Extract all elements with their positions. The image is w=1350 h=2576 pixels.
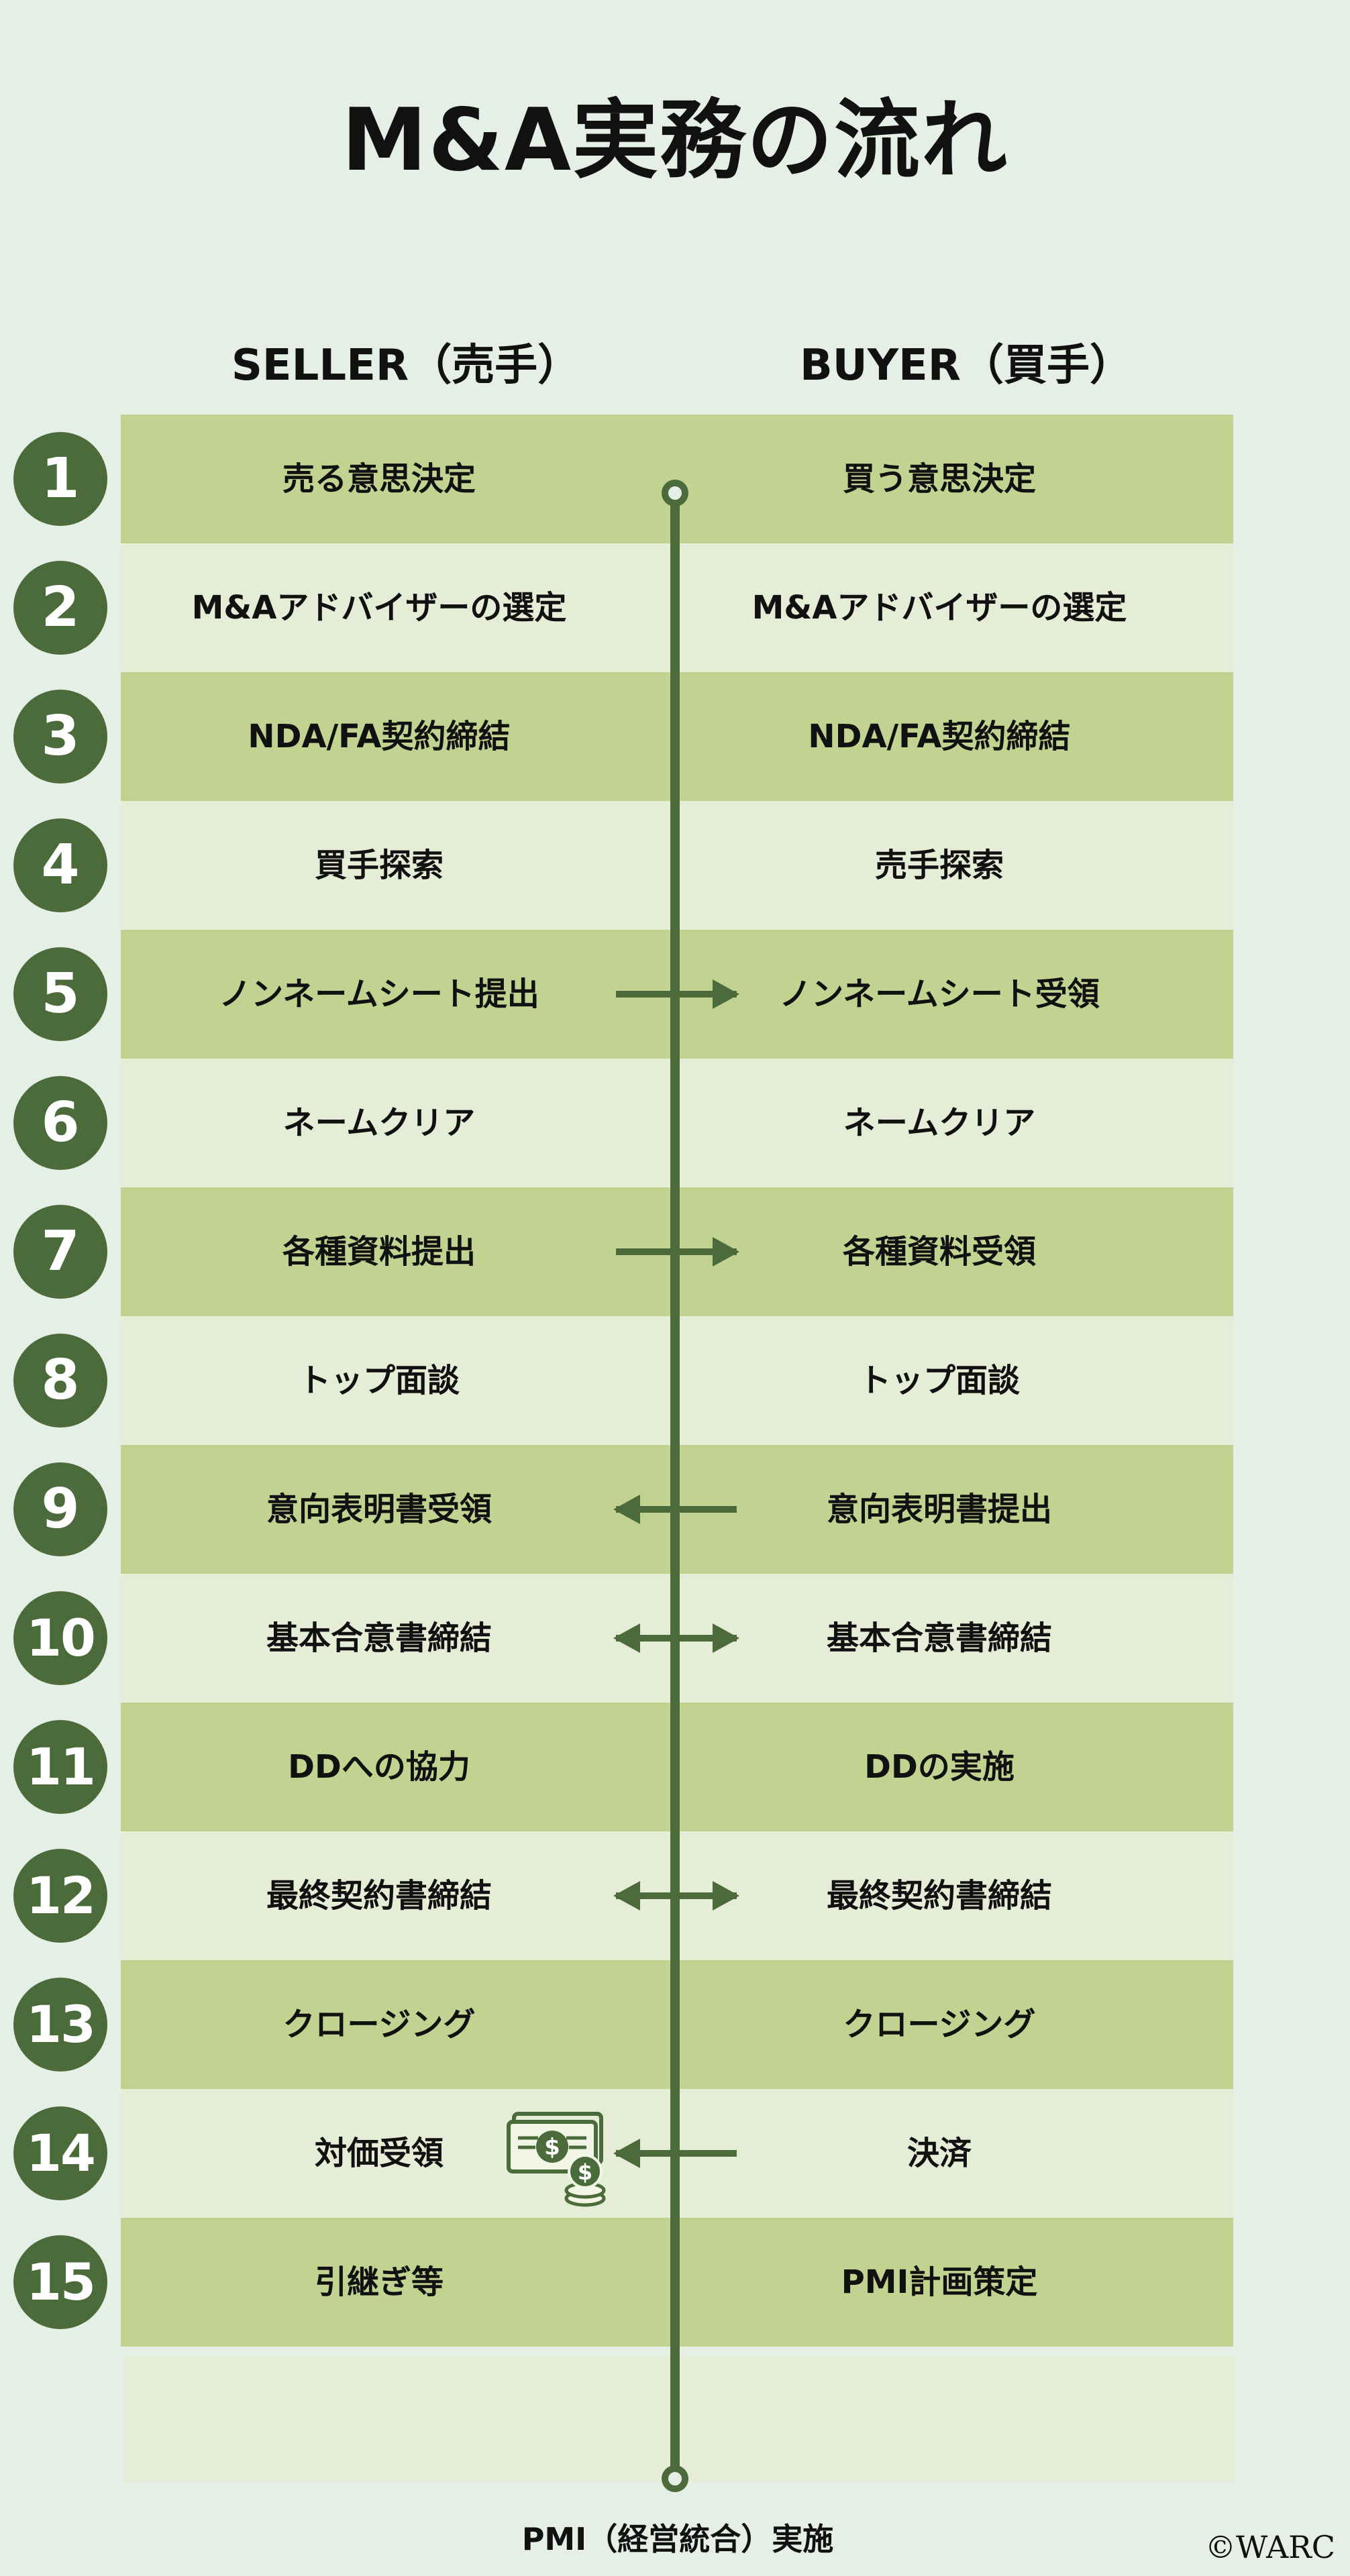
buyer-step-label: ノンネームシート受領	[779, 975, 1100, 1013]
seller-step-label: ネームクリア	[282, 1104, 476, 1142]
flow-arrow-head-right	[713, 1881, 739, 1911]
step-number-badge: 8	[13, 1334, 107, 1428]
seller-step-label: 対価受領	[314, 2135, 444, 2172]
step-number-badge: 7	[13, 1205, 107, 1299]
svg-text:$: $	[544, 2134, 560, 2161]
seller-step-label: 意向表明書受領	[266, 1491, 492, 1528]
buyer-column-header: BUYER（買手）	[799, 341, 1133, 390]
flow-arrow-head-left	[613, 1623, 640, 1653]
step-number-badge: 11	[13, 1720, 107, 1814]
seller-step-label: 基本合意書締結	[266, 1619, 492, 1657]
buyer-step-label: トップ面談	[858, 1362, 1020, 1399]
step-number-badge: 1	[13, 432, 107, 526]
seller-step-label: DDへの協力	[288, 1748, 470, 1786]
step-number-badge: 9	[13, 1462, 107, 1556]
step-number-badge: 10	[13, 1591, 107, 1685]
step-number-badge: 12	[13, 1849, 107, 1943]
final-step-label: PMI（経営統合）実施	[521, 2521, 834, 2557]
seller-column-header: SELLER（売手）	[231, 341, 581, 390]
buyer-step-label: NDA/FA契約締結	[808, 718, 1071, 755]
flow-arrow-head-left	[613, 2139, 640, 2168]
seller-step-label: クロージング	[282, 2006, 476, 2043]
step-row: 1 売る意思決定 買う意思決定	[0, 415, 1350, 543]
seller-step-label: M&Aアドバイザーの選定	[191, 589, 567, 627]
buyer-step-label: 売手探索	[874, 847, 1004, 884]
flow-arrow-head-left	[613, 1495, 640, 1524]
flow-arrow-head-right	[713, 1237, 739, 1267]
seller-step-label: NDA/FA契約締結	[248, 718, 511, 755]
buyer-step-label: 各種資料受領	[842, 1233, 1036, 1271]
step-number-badge: 14	[13, 2106, 107, 2200]
seller-step-label: 売る意思決定	[282, 460, 476, 498]
buyer-step-label: 基本合意書締結	[826, 1619, 1052, 1657]
buyer-step-label: 決済	[906, 2135, 972, 2172]
buyer-step-label: M&Aアドバイザーの選定	[751, 589, 1127, 627]
buyer-step-label: クロージング	[843, 2006, 1036, 2043]
svg-text:$: $	[578, 2159, 592, 2185]
step-number-badge: 2	[13, 561, 107, 655]
flow-arrow-head-right	[713, 979, 739, 1009]
step-number-badge: 3	[13, 690, 107, 784]
step-row: 9 意向表明書受領 意向表明書提出	[0, 1445, 1350, 1574]
seller-step-label: 最終契約書締結	[266, 1877, 492, 1915]
step-number-badge: 4	[13, 818, 107, 912]
copyright: ©WARC	[1204, 2529, 1335, 2565]
buyer-step-label: 買う意思決定	[842, 460, 1036, 498]
buyer-step-label: 意向表明書提出	[826, 1491, 1052, 1528]
seller-step-label: 引継ぎ等	[314, 2263, 444, 2301]
flow-arrow-head-right	[713, 1623, 739, 1653]
money-icon: $$	[507, 2112, 606, 2207]
timeline-start-dot	[662, 480, 688, 506]
buyer-step-label: DDの実施	[864, 1748, 1015, 1786]
timeline-end-dot	[662, 2465, 688, 2492]
flow-arrow-head-left	[613, 1881, 640, 1911]
buyer-step-label: ネームクリア	[843, 1104, 1036, 1142]
seller-step-label: 各種資料提出	[282, 1233, 476, 1271]
buyer-step-label: PMI計画策定	[841, 2263, 1038, 2301]
step-number-badge: 13	[13, 1978, 107, 2072]
buyer-step-label: 最終契約書締結	[826, 1877, 1052, 1915]
page-title: M&A実務の流れ	[341, 91, 1009, 191]
step-number-badge: 15	[13, 2235, 107, 2329]
seller-step-label: 買手探索	[314, 847, 444, 884]
seller-step-label: トップ面談	[298, 1362, 460, 1399]
seller-step-label: ノンネームシート提出	[219, 975, 539, 1013]
step-number-badge: 6	[13, 1076, 107, 1170]
step-number-badge: 5	[13, 947, 107, 1041]
